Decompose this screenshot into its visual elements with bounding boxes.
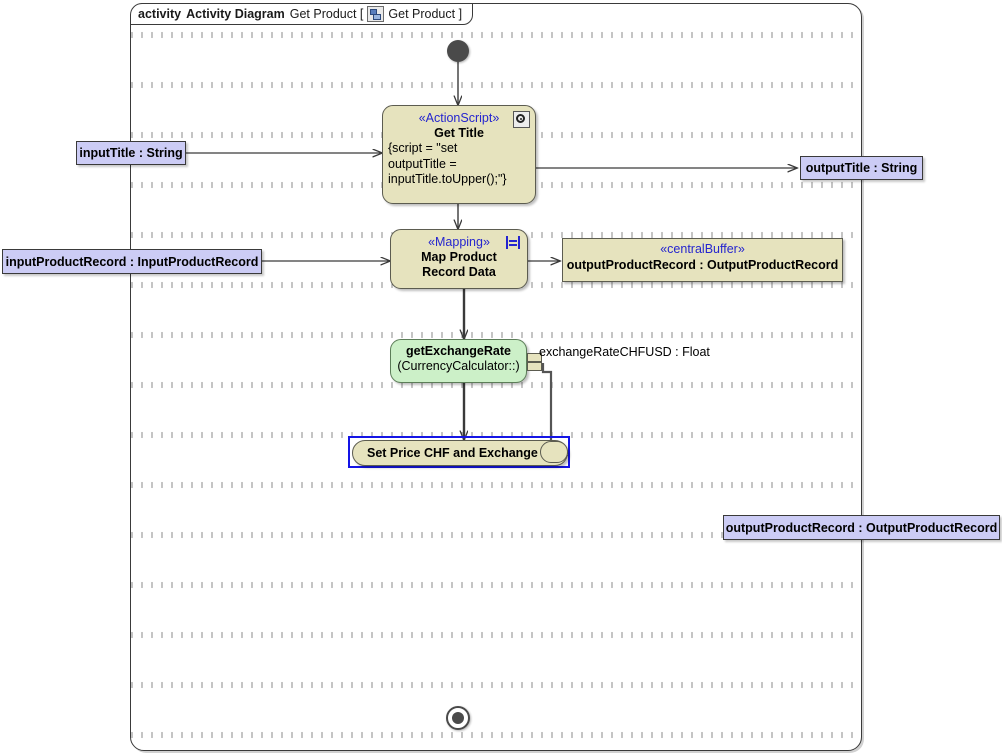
central-buffer-stereotype: «centralBuffer» bbox=[660, 242, 745, 256]
get-title-script-line-3: inputTitle.toUpper();"} bbox=[388, 172, 507, 186]
activity-frame-title[interactable]: activity Activity Diagram Get Product [ … bbox=[130, 3, 474, 25]
action-map-product-record-data[interactable]: «Mapping» Map Product Record Data bbox=[390, 229, 528, 289]
action-set-price-chf-and-exchange-rate[interactable]: Set Price CHF and Exchange Rate bbox=[352, 440, 568, 466]
parameter-input-title-label: inputTitle : String bbox=[79, 146, 183, 160]
output-pin-exchange-rate[interactable] bbox=[527, 353, 542, 362]
map-product-name-line-1: Map Product bbox=[421, 250, 497, 264]
parameter-node-input-product-record[interactable]: inputProductRecord : InputProductRecord bbox=[2, 249, 262, 274]
exchange-rate-pin-label: exchangeRateCHFUSD : Float bbox=[539, 345, 710, 359]
get-exchange-rate-subtitle: (CurrencyCalculator::) bbox=[397, 359, 520, 373]
mapping-icon bbox=[506, 236, 520, 249]
get-title-script-line-1: {script = "set bbox=[388, 141, 458, 155]
get-title-script-line-2: outputTitle = bbox=[388, 156, 457, 171]
parameter-output-product-record-label: outputProductRecord : OutputProductRecor… bbox=[725, 520, 998, 535]
get-title-stereotype: «ActionScript» bbox=[418, 111, 500, 125]
set-price-label: Set Price CHF and Exchange Rate bbox=[367, 446, 569, 460]
parameter-node-output-title[interactable]: outputTitle : String bbox=[800, 156, 923, 180]
frame-type-label: Activity Diagram bbox=[186, 7, 285, 21]
activity-final-node[interactable] bbox=[446, 706, 470, 730]
central-buffer-output-product-record[interactable]: «centralBuffer» outputProductRecord : Ou… bbox=[562, 238, 843, 282]
activity-diagram-icon bbox=[367, 6, 385, 22]
get-title-name: Get Title bbox=[434, 126, 484, 140]
frame-name: Get Product [ bbox=[289, 7, 364, 21]
action-get-title[interactable]: «ActionScript» Get Title {script = "set … bbox=[382, 105, 536, 204]
output-pin-exchange-rate-lower[interactable] bbox=[527, 362, 542, 371]
parameter-node-input-title[interactable]: inputTitle : String bbox=[76, 141, 186, 165]
central-buffer-name: outputProductRecord : OutputProductRecor… bbox=[566, 258, 839, 272]
map-product-name-line-2: Record Data bbox=[422, 265, 496, 279]
frame-qualified-name: Get Product ] bbox=[388, 7, 463, 21]
gear-icon bbox=[513, 111, 530, 128]
get-exchange-rate-name: getExchangeRate bbox=[406, 344, 511, 358]
action-get-exchange-rate[interactable]: getExchangeRate (CurrencyCalculator::) bbox=[390, 339, 527, 383]
parameter-output-title-label: outputTitle : String bbox=[805, 161, 918, 175]
parameter-input-product-record-label: inputProductRecord : InputProductRecord bbox=[5, 254, 259, 269]
map-product-stereotype: «Mapping» bbox=[428, 235, 490, 249]
final-node-inner bbox=[452, 712, 464, 724]
selection-border-set-price bbox=[348, 436, 570, 468]
edge-exchange-pin-to-set-price bbox=[541, 363, 553, 452]
parameter-node-output-product-record[interactable]: outputProductRecord : OutputProductRecor… bbox=[723, 515, 1000, 540]
frame-keyword: activity bbox=[138, 7, 182, 21]
input-pin-set-price[interactable] bbox=[540, 441, 568, 463]
initial-node[interactable] bbox=[447, 40, 469, 62]
